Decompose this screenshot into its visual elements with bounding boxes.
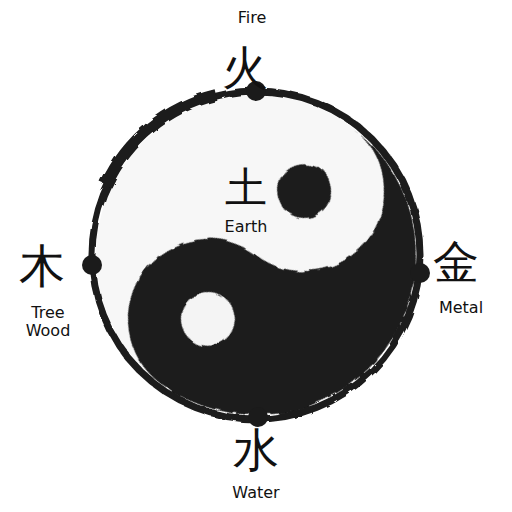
element-character: 火 bbox=[222, 42, 268, 95]
element-name: Earth bbox=[225, 218, 268, 236]
yin-dot bbox=[266, 153, 342, 229]
yang-dot bbox=[170, 281, 246, 357]
element-name: Tree Wood bbox=[25, 304, 71, 341]
element-character: 木 bbox=[19, 240, 65, 293]
element-dot bbox=[82, 255, 102, 275]
element-character: 水 bbox=[233, 424, 279, 477]
element-dot bbox=[410, 263, 430, 283]
element-character: 金 bbox=[433, 236, 479, 289]
element-name: Water bbox=[232, 484, 279, 502]
outer-ring bbox=[92, 91, 420, 419]
element-character: 土 bbox=[225, 164, 267, 212]
brush-stroke bbox=[106, 95, 216, 185]
element-name: Metal bbox=[439, 299, 483, 317]
element-name: Fire bbox=[238, 9, 267, 27]
